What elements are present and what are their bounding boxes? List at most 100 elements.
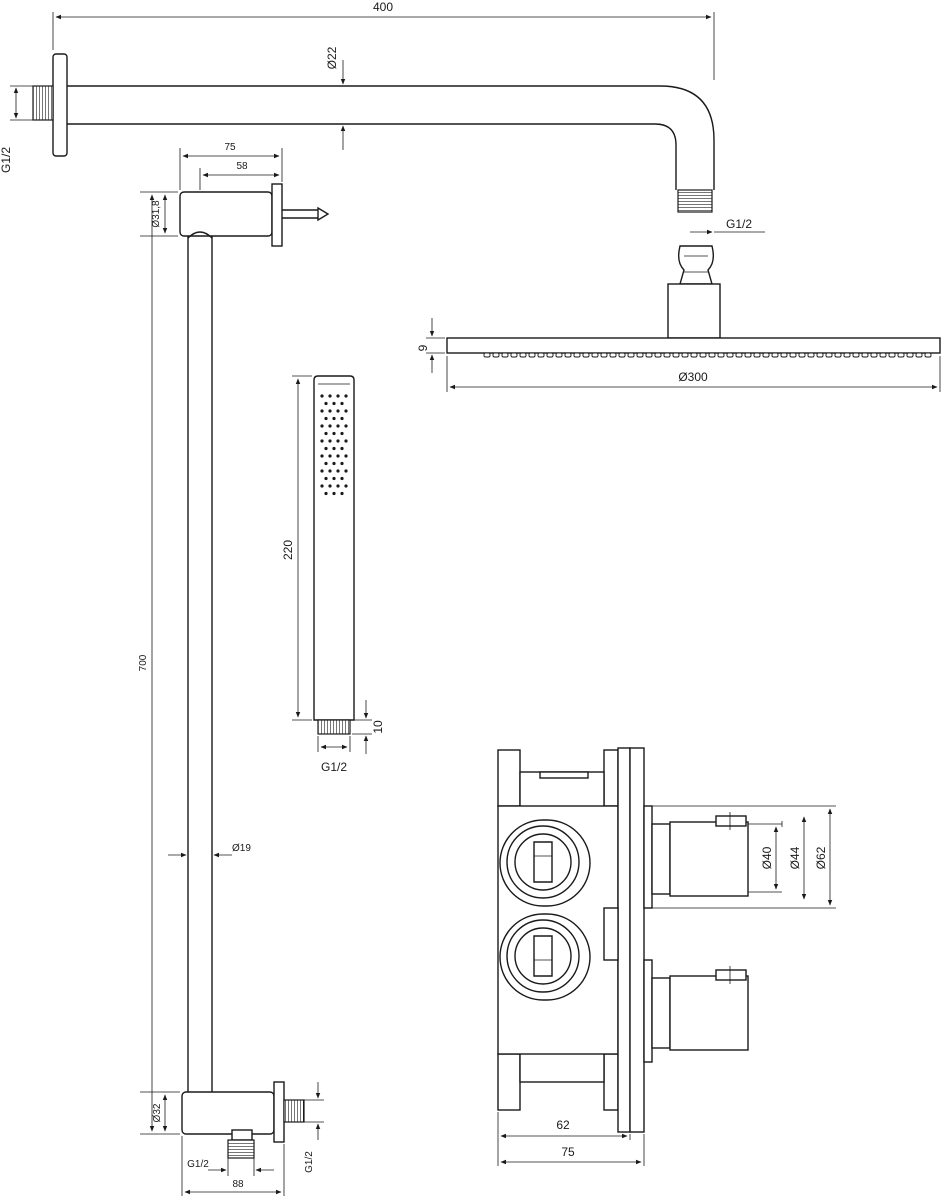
mixer-dim-40-label: Ø40 bbox=[760, 846, 774, 869]
hand-nozzle bbox=[320, 394, 324, 398]
hand-nozzle bbox=[344, 454, 348, 458]
hand-nozzle bbox=[336, 424, 340, 428]
hand-shower: 220 10 G1/2 bbox=[281, 375, 385, 774]
nozzle bbox=[690, 352, 698, 358]
hand-nozzle bbox=[340, 431, 344, 436]
hand-nozzle bbox=[320, 409, 324, 413]
rail-inlet-thread-label: G1/2 bbox=[187, 1159, 209, 1170]
hand-nozzle bbox=[332, 401, 336, 406]
nozzle bbox=[870, 352, 878, 358]
hand-nozzle bbox=[332, 461, 336, 466]
nozzle bbox=[753, 352, 761, 358]
overhead-arm: 400 Ø22 G1/2 G1/2 bbox=[0, 0, 765, 235]
hand-nozzle bbox=[336, 484, 340, 488]
hand-nozzle bbox=[336, 454, 340, 458]
nozzle bbox=[888, 352, 896, 358]
hand-nozzle bbox=[320, 469, 324, 473]
hand-shower-length-label: 220 bbox=[281, 540, 295, 560]
hand-nozzle bbox=[344, 409, 348, 413]
nozzle bbox=[519, 352, 527, 358]
hand-nozzle bbox=[324, 431, 328, 436]
hand-shower-nozzles bbox=[320, 394, 348, 496]
hand-nozzle bbox=[328, 469, 332, 473]
nozzle bbox=[555, 352, 563, 358]
hand-nozzle bbox=[328, 454, 332, 458]
mixer-dim-62-label: Ø62 bbox=[814, 846, 828, 869]
nozzle bbox=[483, 352, 491, 358]
hand-nozzle bbox=[336, 469, 340, 473]
hand-nozzle bbox=[332, 431, 336, 436]
nozzle bbox=[861, 352, 869, 358]
nozzle bbox=[807, 352, 815, 358]
hand-nozzle bbox=[340, 446, 344, 451]
nozzle bbox=[618, 352, 626, 358]
rain-shower-head: 9 Ø300 bbox=[416, 245, 941, 392]
hand-shower-thread-label: G1/2 bbox=[321, 760, 347, 774]
nozzle bbox=[645, 352, 653, 358]
nozzle bbox=[573, 352, 581, 358]
rain-head-nozzles bbox=[483, 352, 932, 358]
nozzle bbox=[726, 352, 734, 358]
nozzle bbox=[699, 352, 707, 358]
hand-nozzle bbox=[328, 439, 332, 443]
hand-nozzle bbox=[332, 476, 336, 481]
nozzle bbox=[924, 352, 932, 358]
nozzle bbox=[879, 352, 887, 358]
hand-nozzle bbox=[320, 439, 324, 443]
nozzle bbox=[816, 352, 824, 358]
nozzle bbox=[501, 352, 509, 358]
nozzle bbox=[672, 352, 680, 358]
hand-nozzle bbox=[340, 461, 344, 466]
nozzle bbox=[546, 352, 554, 358]
hand-nozzle bbox=[324, 461, 328, 466]
mixer-depth-inner-label: 62 bbox=[556, 1118, 570, 1132]
nozzle bbox=[789, 352, 797, 358]
lower-valve-opening bbox=[499, 913, 591, 1001]
hand-nozzle bbox=[344, 469, 348, 473]
nozzle bbox=[510, 352, 518, 358]
nozzle bbox=[663, 352, 671, 358]
hand-nozzle bbox=[328, 484, 332, 488]
nozzle bbox=[537, 352, 545, 358]
rail-bottom-width-label: 88 bbox=[232, 1179, 244, 1190]
nozzle bbox=[627, 352, 635, 358]
hand-nozzle bbox=[336, 439, 340, 443]
hand-nozzle bbox=[344, 439, 348, 443]
arm-wall-thread-label: G1/2 bbox=[0, 147, 13, 173]
concealed-mixer-body: Ø40 Ø44 Ø62 62 75 bbox=[497, 747, 836, 1166]
hand-nozzle bbox=[332, 491, 336, 496]
arm-diameter-label: Ø22 bbox=[325, 46, 339, 69]
hand-nozzle bbox=[344, 484, 348, 488]
arm-length-label: 400 bbox=[373, 0, 393, 14]
hand-nozzle bbox=[340, 401, 344, 406]
nozzle bbox=[915, 352, 923, 358]
hand-nozzle bbox=[320, 484, 324, 488]
nozzle bbox=[780, 352, 788, 358]
mixer-depth-outer-label: 75 bbox=[561, 1145, 575, 1159]
nozzle bbox=[852, 352, 860, 358]
bracket-depth-inner-label: 58 bbox=[236, 161, 248, 172]
hand-nozzle bbox=[324, 416, 328, 421]
nozzle bbox=[609, 352, 617, 358]
nozzle bbox=[843, 352, 851, 358]
hand-nozzle bbox=[340, 416, 344, 421]
nozzle bbox=[681, 352, 689, 358]
upper-valve-opening bbox=[499, 819, 591, 907]
hand-nozzle bbox=[344, 424, 348, 428]
hand-nozzle bbox=[324, 401, 328, 406]
hand-nozzle bbox=[328, 409, 332, 413]
nozzle bbox=[798, 352, 806, 358]
nozzle bbox=[771, 352, 779, 358]
hand-nozzle bbox=[336, 394, 340, 398]
nozzle bbox=[906, 352, 914, 358]
nozzle bbox=[528, 352, 536, 358]
rain-head-thickness-label: 9 bbox=[416, 344, 430, 351]
nozzle bbox=[744, 352, 752, 358]
hand-nozzle bbox=[320, 454, 324, 458]
nozzle bbox=[717, 352, 725, 358]
bottom-bracket-diameter-label: Ø32 bbox=[152, 1103, 163, 1122]
nozzle bbox=[735, 352, 743, 358]
hand-nozzle bbox=[340, 491, 344, 496]
